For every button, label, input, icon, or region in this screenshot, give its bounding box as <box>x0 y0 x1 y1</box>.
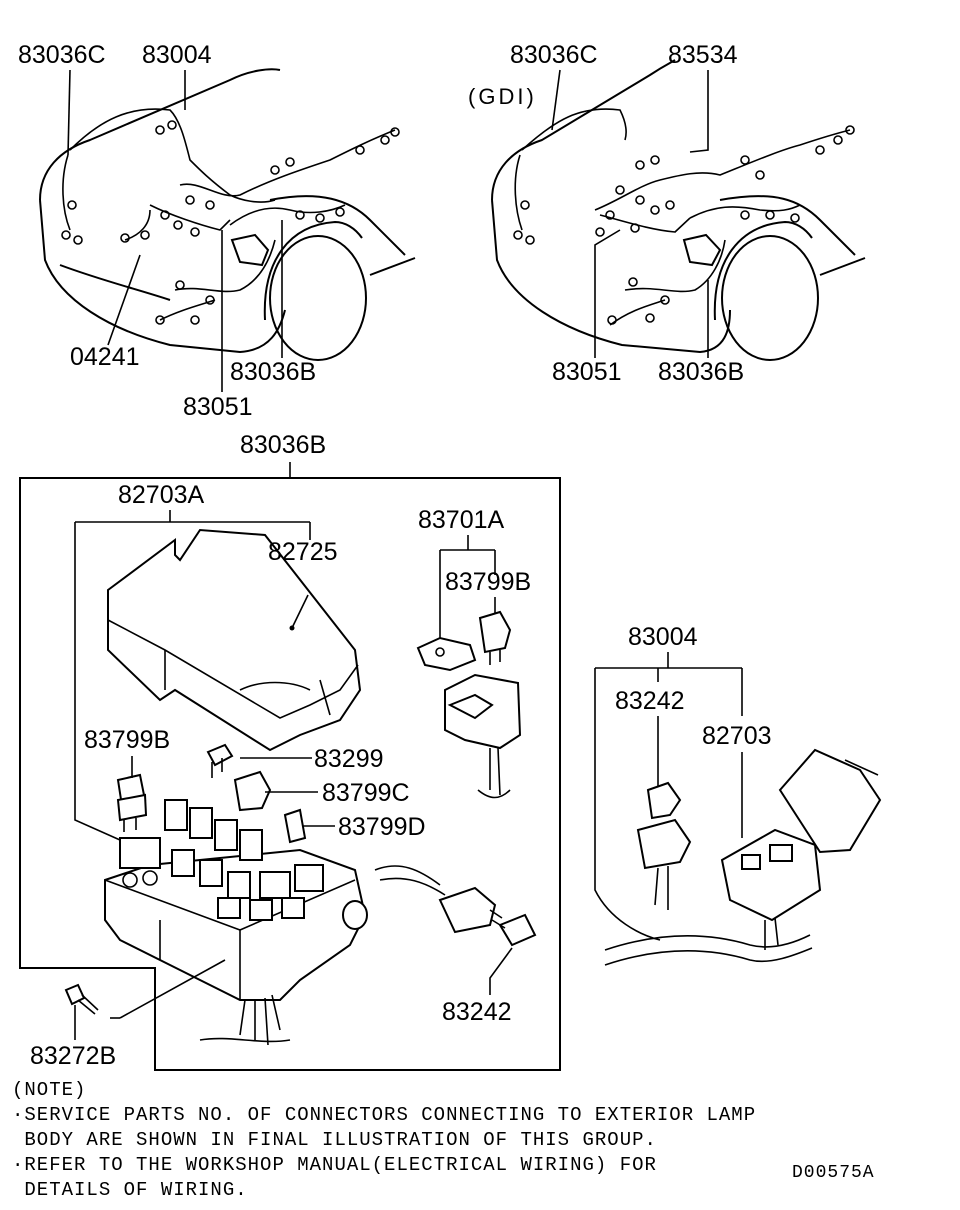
label-gdi: (GDI) <box>468 84 537 109</box>
label-82703a: 82703A <box>118 481 205 509</box>
note-line-1: ·SERVICE PARTS NO. OF CONNECTORS CONNECT… <box>12 1104 757 1126</box>
relay-box-assembly <box>19 462 561 1071</box>
label-82703: 82703 <box>702 722 772 750</box>
label-83036c-top-left: 83036C <box>18 41 106 69</box>
label-83799b-right: 83799B <box>445 568 531 596</box>
label-83036b-top-right: 83036B <box>658 358 744 386</box>
label-83299: 83299 <box>314 745 384 773</box>
label-83272b: 83272B <box>30 1042 116 1070</box>
label-83004: 83004 <box>628 623 698 651</box>
note-line-4: DETAILS OF WIRING. <box>12 1179 248 1201</box>
label-04241: 04241 <box>70 343 140 371</box>
label-83051-top-right: 83051 <box>552 358 622 386</box>
note-line-2: BODY ARE SHOWN IN FINAL ILLUSTRATION OF … <box>12 1129 657 1151</box>
label-83799b-left: 83799B <box>84 726 170 754</box>
label-83036b-box: 83036B <box>240 431 326 459</box>
label-83534: 83534 <box>668 41 738 69</box>
label-83799c: 83799C <box>322 779 410 807</box>
note-block: (NOTE) ·SERVICE PARTS NO. OF CONNECTORS C… <box>12 1078 912 1203</box>
label-83004-top-left: 83004 <box>142 41 212 69</box>
label-83036b-top-left: 83036B <box>230 358 316 386</box>
label-83799d: 83799D <box>338 813 426 841</box>
label-83242: 83242 <box>615 687 685 715</box>
drawing-code: D00575A <box>792 1163 875 1183</box>
engine-compartment-view-right <box>491 59 866 361</box>
label-82725: 82725 <box>268 538 338 566</box>
note-heading: (NOTE) <box>12 1079 87 1101</box>
label-83036c-top-right: 83036C <box>510 41 598 69</box>
engine-compartment-view-left <box>39 68 416 392</box>
label-83701a: 83701A <box>418 506 505 534</box>
label-83051-top-left: 83051 <box>183 393 253 421</box>
note-line-3: ·REFER TO THE WORKSHOP MANUAL(ELECTRICAL… <box>12 1154 657 1176</box>
harness-83004-detail <box>594 652 882 966</box>
label-83242-bottom: 83242 <box>442 998 512 1026</box>
